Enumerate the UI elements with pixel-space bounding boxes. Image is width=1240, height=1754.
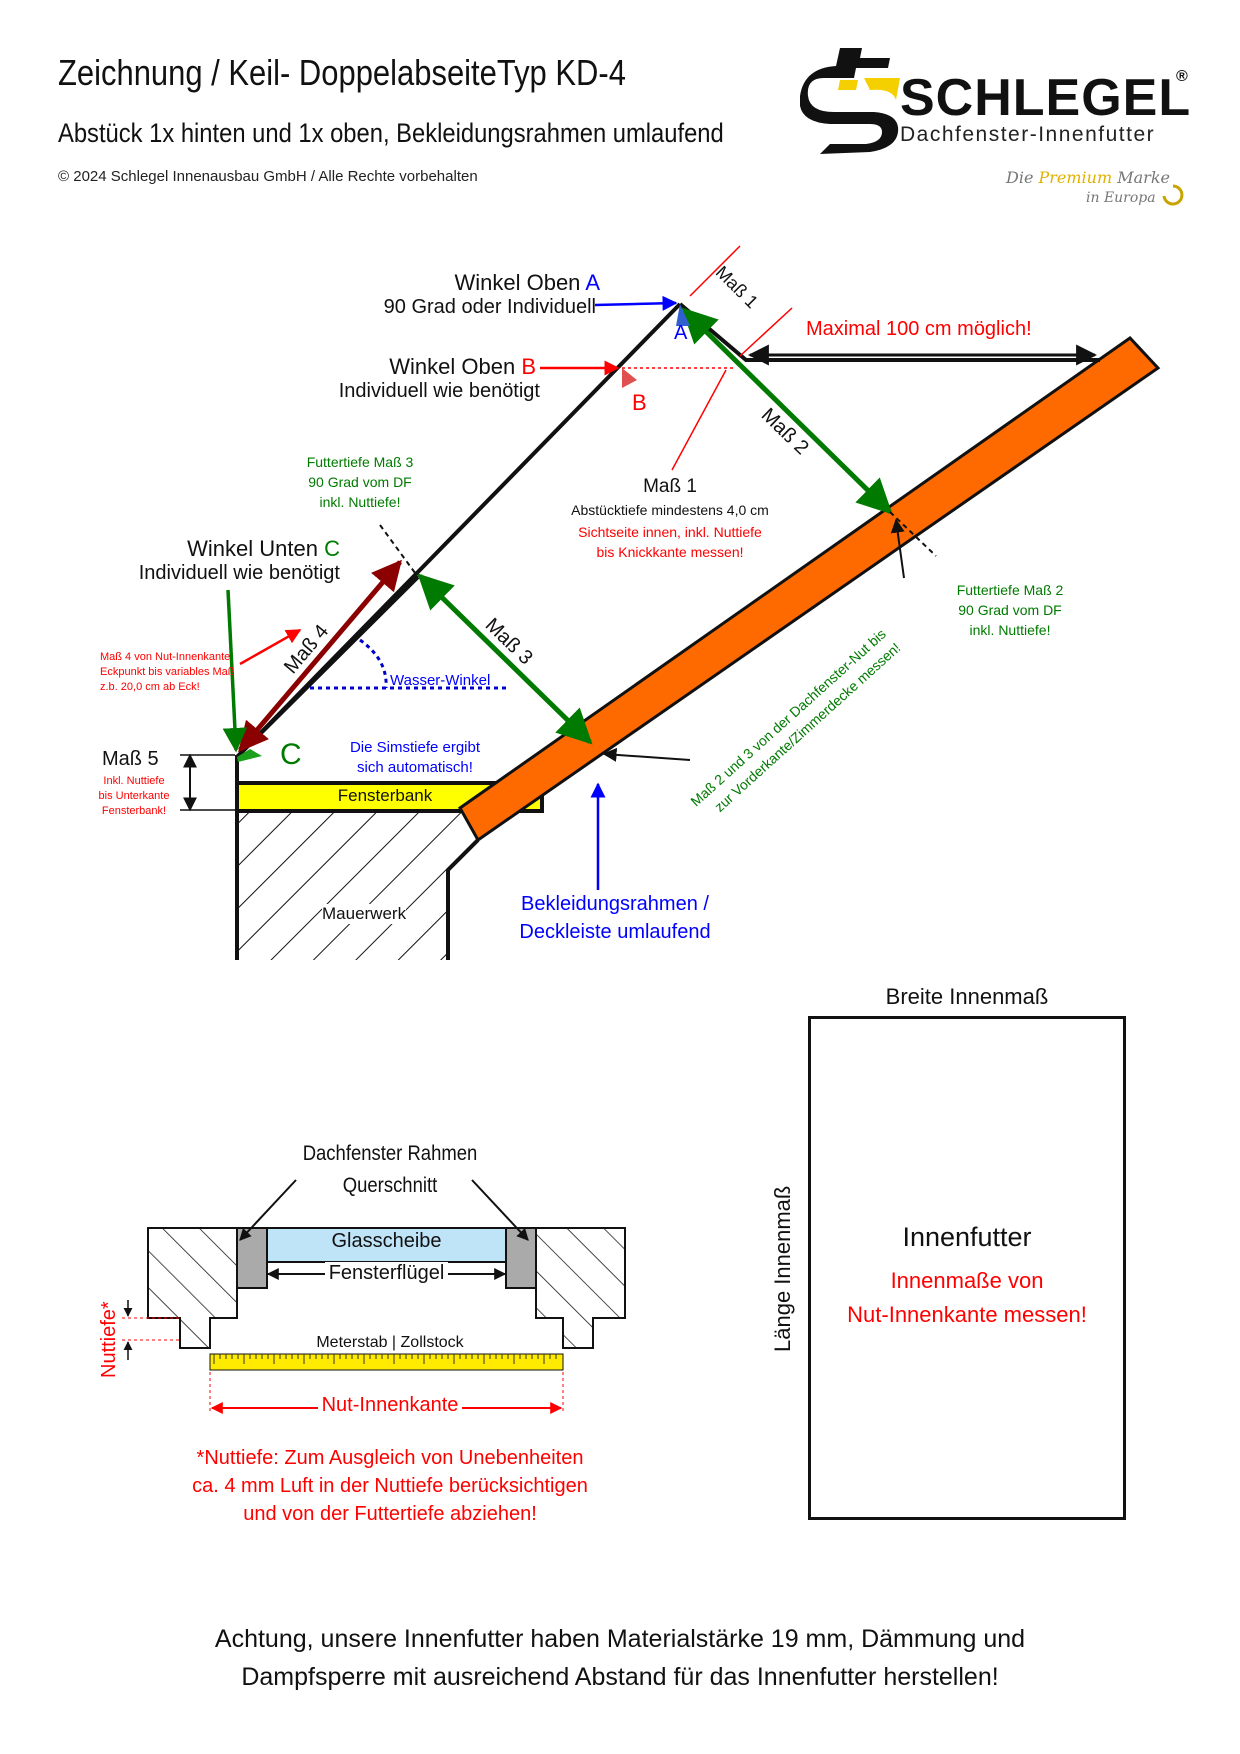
futtertiefe3-dash (379, 524, 419, 578)
meterstab-ticks (213, 1354, 557, 1364)
mass1-title: Maß 1 (643, 476, 697, 497)
frame-left (147, 1227, 238, 1349)
breite-label: Breite Innenmaß (885, 984, 1049, 1009)
copyright-icon: © (58, 168, 74, 185)
innenfutter-title: Innenfutter (902, 1222, 1032, 1252)
sash-right (505, 1227, 537, 1289)
wall-hatch (237, 810, 512, 960)
cross-section-title: Dachfenster Rahmen Querschnitt (302, 1142, 478, 1197)
angle-b-wedge (622, 368, 637, 388)
mass5-note: Inkl. Nuttiefe bis Unterkante Fensterban… (98, 775, 170, 817)
angle-a-wedge (676, 304, 690, 326)
winkel-unten-c-label: Winkel Unten C (187, 536, 340, 561)
angle-c-letter: C (280, 738, 302, 771)
meterstab-label: Meterstab | Zollstock (316, 1334, 464, 1351)
nut-innenkante-label: Nut-Innenkante (280, 1394, 500, 1417)
premium-claim-line2: in Europa (1086, 190, 1156, 206)
schlegel-logo-mark (800, 48, 900, 154)
wasser-winkel-label: Wasser-Winkel (390, 672, 491, 689)
winkel-oben-b-desc: Individuell wie benötigt (338, 380, 540, 402)
copyright-text: 2024 Schlegel Innenausbau GmbH / Alle Re… (73, 168, 478, 185)
futtertiefe2-note: Futtertiefe Maß 2 90 Grad vom DF inkl. N… (956, 582, 1064, 638)
logo-tagline: Dachfenster-Innenfutter (900, 123, 1156, 146)
roof-beam (458, 336, 1161, 843)
page-subtitle: Abstück 1x hinten und 1x oben, Bekleidun… (58, 118, 724, 148)
simstiefe-note: Die Simstiefe ergibt sich automatisch! (349, 739, 481, 776)
winkel-a-arrow (594, 295, 678, 311)
nuttiefe-label: Nuttiefe* (98, 1301, 120, 1378)
bekleidung-label: Bekleidungsrahmen / Deckleiste umlaufend (519, 893, 711, 943)
copyright-line: © 2024 Schlegel Innenausbau GmbH / Alle … (58, 168, 478, 185)
meterstab (209, 1353, 564, 1371)
winkel-oben-b-label: Winkel Oben B (389, 354, 536, 379)
mass1-guide (689, 245, 741, 297)
angle-a-letter: A (674, 322, 688, 344)
rahmen-pointer-left (239, 1179, 297, 1241)
claim-highlight: Premium (1038, 168, 1113, 187)
futtertiefe2-pointer (890, 518, 905, 579)
mass23-pointer (602, 747, 691, 762)
mass1-pointer (671, 369, 727, 471)
fensterbank-label: Fensterbank (337, 786, 433, 805)
winkel-c-arrow (222, 589, 248, 753)
winkel-oben-a-desc: 90 Grad oder Individuell (383, 296, 596, 318)
mass3-arrow (417, 573, 593, 745)
angle-c-wedge (237, 749, 262, 762)
mauerwerk-label: Mauerwerk (322, 904, 407, 924)
mass1-guide2 (739, 307, 793, 357)
mass5-title: Maß 5 (102, 748, 159, 770)
futtertiefe3-note: Futtertiefe Maß 3 90 Grad vom DF inkl. N… (306, 454, 414, 510)
logo-name: SCHLEGEL (900, 69, 1192, 127)
innenfutter-note: Innenmaße von Nut-Innenkante messen! (847, 1268, 1087, 1327)
angle-b-letter: B (632, 390, 647, 415)
claim-prefix: Die (1006, 168, 1039, 187)
mass4-arrow (238, 559, 402, 753)
claim-suffix: Marke (1112, 168, 1170, 187)
registered-mark: ® (1176, 68, 1188, 85)
page-title: Zeichnung / Keil- DoppelabseiteTyp KD-4 (58, 52, 626, 93)
nuttiefe-note: *Nuttiefe: Zum Ausgleich von Unebenheite… (192, 1447, 588, 1525)
innenfutter-box (808, 1016, 1126, 1520)
mass1-line2: Sichtseite innen, inkl. Nuttiefe (578, 524, 762, 540)
mass1-line3: bis Knickkante messen! (596, 544, 744, 560)
mass1-line1: Abstücktiefe mindestens 4,0 cm (571, 502, 769, 518)
fensterfluegel-label: Fensterflügel (267, 1262, 506, 1285)
mass2-arrow (681, 307, 893, 515)
glasscheibe-label: Glasscheibe (331, 1230, 442, 1252)
winkel-oben-a-label: Winkel Oben A (454, 270, 600, 295)
rahmen-pointer-right (471, 1179, 529, 1241)
mass4-note-arrow (239, 628, 302, 666)
winkel-unten-c-desc: Individuell wie benötigt (138, 562, 340, 584)
mass4-note: Maß 4 von Nut-Innenkante Eckpunkt bis va… (100, 651, 235, 693)
laenge-label: Länge Innenmaß (770, 1185, 795, 1352)
swirl-icon (1162, 184, 1184, 206)
glass-pane (266, 1227, 507, 1263)
max100-label: Maximal 100 cm möglich! (806, 318, 1032, 340)
frame-right (535, 1227, 626, 1349)
premium-claim: Die Premium Marke (1006, 168, 1170, 187)
footer-note: Achtung, unsere Innenfutter haben Materi… (214, 1625, 1026, 1691)
